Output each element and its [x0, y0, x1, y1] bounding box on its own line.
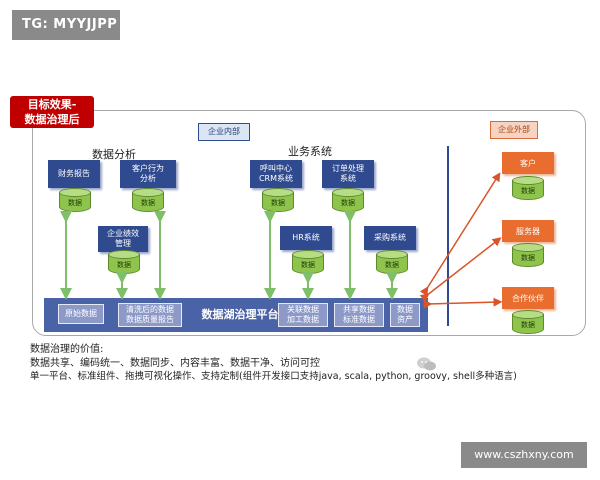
associated-data-box: 关联数据 加工数据: [278, 303, 328, 327]
value-heading: 数据治理的价值:: [30, 344, 104, 355]
wechat-icon: [417, 357, 436, 371]
enterprise-performance-box: 企业绩效 管理: [98, 226, 148, 252]
database-icon: 数据: [512, 243, 544, 269]
platform-title: 数据湖治理平台: [201, 308, 279, 321]
internal-external-divider: [447, 146, 449, 326]
diagram-frame: [32, 110, 586, 336]
order-processing-box: 订单处理 系统: [322, 160, 374, 188]
target-effect-badge: 目标效果- 数据治理后: [10, 96, 94, 128]
internal-label: 企业内部: [198, 123, 250, 141]
raw-data-box: 原始数据: [58, 304, 104, 324]
database-icon: 数据: [512, 176, 544, 202]
value-line-2: 单一平台、标准组件、拖拽可视化操作、支持定制(组件开发接口支持java, sca…: [30, 371, 517, 382]
database-icon: 数据: [292, 250, 324, 276]
badge-line-1: 目标效果-: [27, 98, 77, 111]
partner-box: 合作伙伴: [502, 287, 554, 309]
shared-data-box: 共享数据 标准数据: [334, 303, 384, 327]
procurement-system-box: 采购系统: [364, 226, 416, 250]
database-icon: 数据: [59, 188, 91, 214]
database-icon: 数据: [262, 188, 294, 214]
call-center-crm-box: 呼叫中心 CRM系统: [250, 160, 302, 188]
database-icon: 数据: [376, 250, 408, 276]
tg-tag: TG: MYYJJPP: [12, 10, 120, 40]
finance-report-box: 财务报告: [48, 160, 100, 188]
customer-box: 客户: [502, 152, 554, 174]
hr-system-box: HR系统: [280, 226, 332, 250]
database-icon: 数据: [108, 250, 140, 276]
database-icon: 数据: [132, 188, 164, 214]
external-label: 企业外部: [490, 121, 538, 139]
section-business-systems: 业务系统: [288, 145, 332, 158]
database-icon: 数据: [332, 188, 364, 214]
badge-line-2: 数据治理后: [24, 113, 80, 126]
section-data-analysis: 数据分析: [92, 148, 136, 161]
value-line-1: 数据共享、编码统一、数据同步、内容丰富、数据干净、访问可控: [30, 358, 320, 369]
site-watermark: www.cszhxny.com: [461, 442, 587, 468]
data-asset-box: 数据 资产: [390, 303, 420, 327]
database-icon: 数据: [512, 310, 544, 336]
cleaned-data-box: 清洗后的数据 数据质量报告: [118, 303, 182, 327]
server-box: 服务器: [502, 220, 554, 242]
customer-behavior-box: 客户行为 分析: [120, 160, 176, 188]
